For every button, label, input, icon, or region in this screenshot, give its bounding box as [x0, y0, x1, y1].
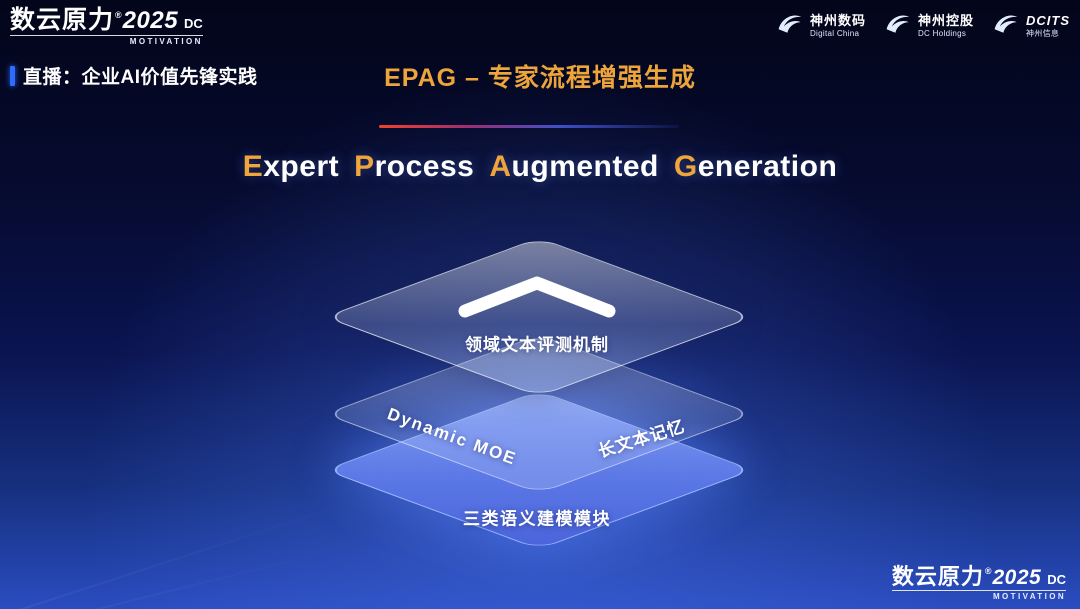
partner-logo-dcits: DCITS 神州信息 [992, 10, 1070, 43]
title-word: Expert [243, 150, 339, 184]
brand-row: 数云原力®2025 DC [891, 564, 1066, 591]
swoosh-icon [992, 10, 1020, 43]
chevron-up-icon [455, 274, 619, 325]
partner-logo-dc-holdings: 神州控股 DC Holdings [884, 10, 974, 43]
partner-subtitle: 神州信息 [1026, 29, 1060, 39]
live-label-text: 直播：企业AI价值先锋实践 [23, 67, 258, 88]
title-rest: eneration [697, 150, 838, 183]
title-word: Augmented [489, 150, 659, 184]
partner-text: DCITS 神州信息 [1026, 13, 1070, 39]
title-initial: G [673, 150, 698, 183]
title-word: Generation [674, 150, 837, 184]
title-rest: ugmented [511, 150, 659, 183]
swoosh-icon [776, 10, 804, 43]
registered-mark: ® [115, 10, 122, 20]
brand-dc: DC [184, 16, 203, 31]
main-title: Expert Process Augmented Generation [0, 150, 1080, 184]
slide-title: EPAG – 专家流程增强生成 [384, 64, 696, 92]
title-word: Process [354, 150, 474, 184]
layer-top-label: 领域文本评测机制 [465, 335, 609, 355]
brand-name: 数云原力 [10, 6, 115, 34]
live-indicator-bar [10, 65, 15, 86]
partner-logos: 神州数码 Digital China 神州控股 DC Holdings DCIT… [776, 10, 1070, 43]
title-initial: A [489, 150, 512, 183]
brand-name: 数云原力 [891, 564, 984, 589]
swoosh-icon [884, 10, 912, 43]
brand-year: 2025 [122, 7, 179, 34]
partner-subtitle: Digital China [809, 29, 860, 39]
title-initial: P [354, 150, 375, 183]
partner-name: 神州控股 [917, 13, 974, 29]
partner-name: 神州数码 [809, 13, 866, 29]
title-initial: E [242, 150, 264, 183]
brand-year: 2025 [992, 566, 1042, 589]
partner-text: 神州数码 Digital China [809, 13, 866, 39]
partner-text: 神州控股 DC Holdings [917, 13, 974, 39]
partner-name: DCITS [1026, 13, 1070, 29]
partner-subtitle: DC Holdings [917, 29, 967, 39]
partner-logo-digital-china: 神州数码 Digital China [776, 10, 866, 43]
live-label: 直播：企业AI价值先锋实践 [10, 62, 258, 89]
gradient-divider [379, 125, 679, 128]
brand-motivation: MOTIVATION [129, 37, 203, 46]
registered-mark: ® [984, 566, 992, 576]
brand-dc: DC [1047, 572, 1066, 587]
title-rest: rocess [374, 150, 475, 183]
brand-motivation: MOTIVATION [992, 592, 1066, 601]
brand-row: 数云原力®2025 DC [10, 8, 203, 36]
layer-bottom-label: 三类语义建模模块 [463, 509, 611, 529]
header-brand-logo: 数云原力®2025 DC MOTIVATION [10, 8, 203, 46]
footer-brand-logo: 数云原力®2025 DC MOTIVATION [891, 564, 1066, 601]
title-rest: xpert [263, 150, 340, 183]
